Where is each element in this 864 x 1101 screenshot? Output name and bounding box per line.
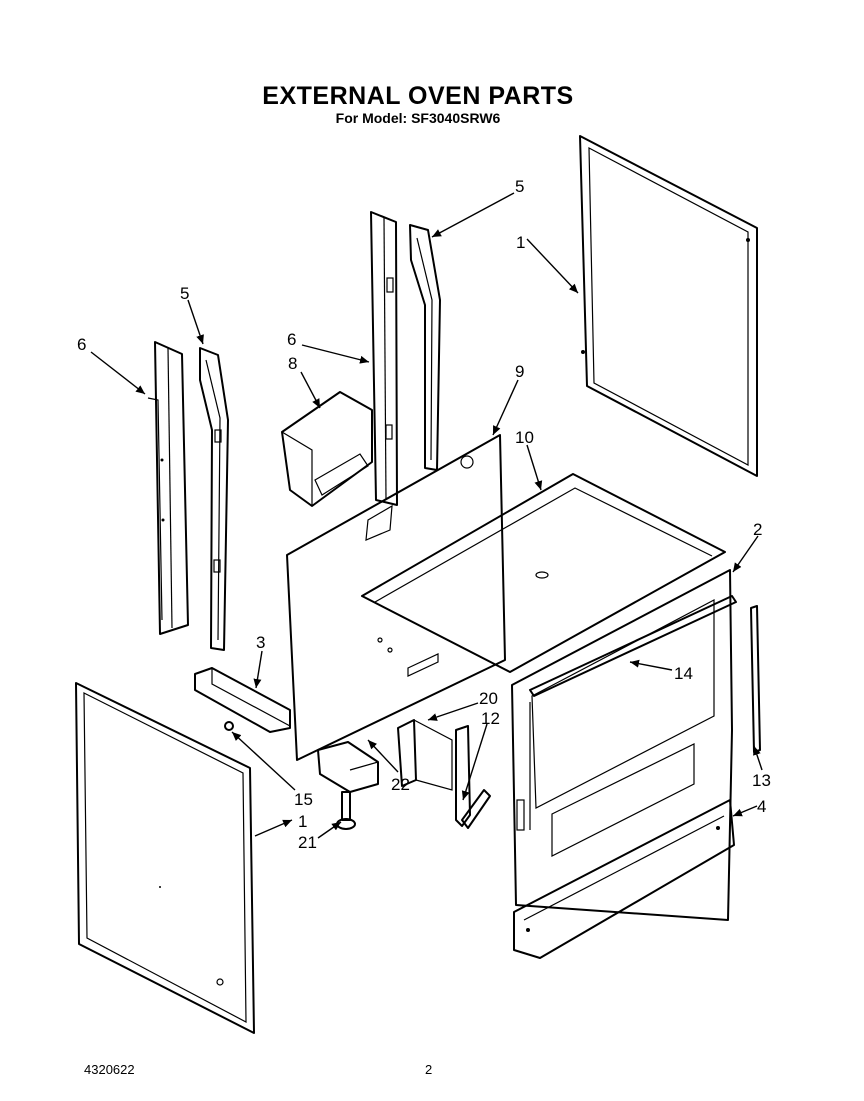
part-top-strip: [529, 595, 737, 697]
page-number: 2: [425, 1062, 433, 1077]
callout-21: 21: [298, 833, 317, 852]
callout-5-right: 5: [515, 177, 524, 196]
part-vent-duct: [281, 391, 373, 507]
part-small-bracket: [397, 719, 453, 791]
part-pin: [224, 721, 234, 731]
part-oven-floor: [361, 473, 726, 673]
callout-20: 20: [479, 689, 498, 708]
callout-2: 2: [753, 520, 762, 539]
callout-10: 10: [515, 428, 534, 447]
callout-5-left: 5: [180, 284, 189, 303]
part-hinge-bracket: [455, 725, 491, 829]
callout-3: 3: [256, 633, 265, 652]
callout-4: 4: [757, 797, 766, 816]
callout-9: 9: [515, 362, 524, 381]
callout-13: 13: [752, 771, 771, 790]
part-hinge-rail-left: [199, 347, 229, 651]
callout-labels: 1 1 2 3 4 5 5 6 6 8 9 10 12 13 14 15 20 …: [77, 177, 771, 852]
callout-1-lower: 1: [298, 812, 307, 831]
part-side-panel-left: [75, 682, 255, 1034]
part-trim-strip: [750, 605, 761, 753]
part-bottom-connector: [317, 741, 379, 793]
model-subtitle: For Model: SF3040SRW6: [335, 110, 501, 126]
callout-14: 14: [674, 664, 693, 683]
document-number: 4320622: [84, 1062, 135, 1077]
callout-8: 8: [288, 354, 297, 373]
callout-22: 22: [391, 775, 410, 794]
part-toe-kick: [513, 799, 735, 959]
callout-15: 15: [294, 790, 313, 809]
part-channel-center: [370, 211, 398, 506]
part-side-panel-right: [579, 135, 758, 477]
callout-6-left: 6: [77, 335, 86, 354]
part-front-frame: [511, 569, 733, 921]
callout-1-upper: 1: [516, 233, 525, 252]
part-channel-left: [147, 341, 189, 635]
part-hinge-rail-right: [409, 224, 441, 471]
part-back-panel: [286, 434, 506, 761]
callout-12: 12: [481, 709, 500, 728]
part-bottom-bracket: [194, 667, 291, 733]
callout-6-center: 6: [287, 330, 296, 349]
leader-lines: [90, 192, 763, 839]
page-title: EXTERNAL OVEN PARTS: [262, 82, 574, 110]
